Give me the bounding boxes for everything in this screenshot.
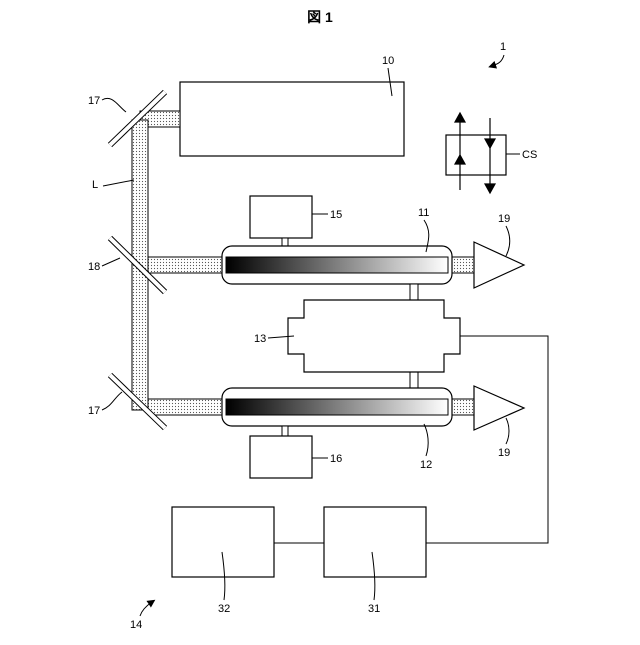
center-block bbox=[288, 300, 460, 372]
unit-31 bbox=[324, 507, 426, 577]
system-pointer bbox=[492, 55, 504, 66]
label-unit-32: 32 bbox=[218, 603, 230, 615]
horn-lower bbox=[474, 386, 524, 430]
label-splitter: 18 bbox=[88, 261, 100, 273]
unit-32 bbox=[172, 507, 274, 577]
beam-leader bbox=[103, 180, 134, 186]
cs-box bbox=[446, 135, 506, 175]
label-unit-31: 31 bbox=[368, 603, 380, 615]
label-mirror-bottom: 17 bbox=[88, 405, 100, 417]
rod-lower bbox=[226, 399, 448, 415]
controller-pointer bbox=[140, 602, 152, 616]
label-cs: CS bbox=[522, 149, 537, 161]
connector-upper bbox=[410, 284, 418, 300]
splitter-leader bbox=[102, 258, 120, 266]
box-16 bbox=[250, 436, 312, 478]
label-tube-upper: 11 bbox=[418, 207, 429, 219]
label-horn-upper: 19 bbox=[498, 213, 510, 225]
horn-upper bbox=[474, 242, 524, 288]
label-box-16: 16 bbox=[330, 453, 342, 465]
laser-box bbox=[180, 82, 404, 156]
figure-title: 図 1 bbox=[307, 9, 333, 25]
mirror-bottom-leader bbox=[102, 392, 122, 410]
rod-upper bbox=[226, 257, 448, 273]
label-horn-lower: 19 bbox=[498, 447, 510, 459]
label-mirror-top: 17 bbox=[88, 95, 100, 107]
label-center-block: 13 bbox=[254, 333, 266, 345]
box-16-stem bbox=[282, 426, 288, 436]
label-box-15: 15 bbox=[330, 209, 342, 221]
label-tube-lower: 12 bbox=[420, 459, 432, 471]
connector-lower bbox=[410, 372, 418, 388]
label-controller: 14 bbox=[130, 619, 142, 631]
mirror-top-leader bbox=[102, 98, 126, 112]
label-laser: 10 bbox=[382, 55, 394, 67]
label-system: 1 bbox=[500, 41, 506, 53]
label-beam: L bbox=[92, 179, 98, 191]
box-15 bbox=[250, 196, 312, 238]
